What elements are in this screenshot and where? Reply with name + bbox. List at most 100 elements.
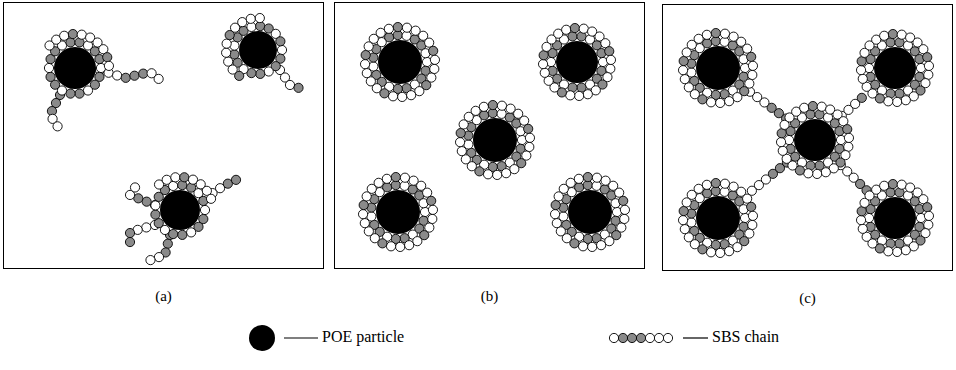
sbs-bead: [627, 333, 636, 342]
sbs-bead: [703, 189, 712, 198]
figure-panel: (b): [334, 2, 645, 269]
poe-particle: [874, 197, 916, 239]
legend-leader: [284, 337, 318, 338]
sbs-bead: [364, 227, 373, 236]
sbs-bead: [398, 92, 407, 101]
sbs-bead: [361, 50, 370, 59]
sbs-bead: [566, 178, 575, 187]
sbs-bead: [456, 128, 465, 137]
sbs-bead: [856, 65, 865, 74]
sbs-bead: [151, 201, 160, 210]
sbs-bead: [430, 64, 439, 73]
sbs-bead: [405, 241, 414, 250]
sbs-bead: [525, 142, 534, 151]
sbs-bead: [592, 173, 601, 182]
sbs-bead: [154, 253, 163, 262]
sbs-bead: [733, 93, 742, 102]
sbs-bead: [374, 178, 383, 187]
sbs-bead: [552, 219, 561, 228]
sbs-bead: [892, 97, 901, 106]
sbs-bead: [924, 220, 933, 229]
sbs-bead: [620, 214, 629, 223]
sbs-bead: [151, 210, 160, 219]
sbs-bead: [679, 56, 688, 65]
sbs-bead: [808, 101, 817, 110]
sbs-bead: [360, 60, 369, 69]
sbs-bead: [104, 61, 113, 70]
sbs-bead: [609, 333, 618, 342]
sbs-bead: [525, 133, 534, 142]
sbs-bead: [125, 237, 134, 246]
sbs-bead: [428, 205, 437, 214]
sbs-bead: [777, 129, 786, 138]
sbs-bead: [294, 83, 303, 92]
sbs-bead: [200, 205, 209, 214]
sbs-bead: [743, 44, 752, 53]
sbs-bead: [430, 55, 439, 64]
sbs-bead: [276, 37, 285, 46]
sbs-bead: [510, 165, 519, 174]
sbs-bead: [605, 47, 614, 56]
sbs-bead: [574, 174, 583, 183]
sbs-bead: [396, 242, 405, 251]
sbs-bead: [856, 215, 865, 224]
sbs-bead: [748, 70, 757, 79]
sbs-bead: [206, 194, 215, 203]
legend-text: POE particle: [322, 328, 404, 346]
figure-panel: (c): [662, 4, 953, 271]
sbs-bead: [413, 237, 422, 246]
poe-particle: [376, 190, 420, 234]
sbs-bead: [747, 52, 756, 61]
sbs-bead: [618, 333, 627, 342]
sbs-bead: [154, 219, 163, 228]
sbs-bead: [703, 39, 712, 48]
sbs-bead: [694, 184, 703, 193]
sbs-bead: [680, 225, 689, 234]
sbs-bead: [130, 71, 139, 80]
sbs-bead: [812, 169, 821, 178]
sbs-bead: [415, 87, 424, 96]
sbs-bead: [224, 57, 233, 66]
sbs-bead: [636, 333, 645, 342]
sbs-bead: [645, 333, 654, 342]
sbs-bead: [75, 89, 84, 98]
sbs-bead: [720, 29, 729, 38]
poe-particle: [794, 119, 836, 161]
sbs-bead: [924, 211, 933, 220]
sbs-bead: [844, 142, 853, 151]
sbs-bead: [427, 196, 436, 205]
sbs-bead: [888, 29, 897, 38]
sbs-bead: [502, 169, 511, 178]
sbs-bead: [706, 248, 715, 257]
sbs-bead: [684, 233, 693, 242]
sbs-bead: [66, 89, 75, 98]
sbs-bead: [702, 30, 711, 39]
sbs-bead: [130, 183, 139, 192]
sbs-bead: [382, 174, 391, 183]
sbs-bead: [778, 146, 787, 155]
sbs-bead: [678, 66, 687, 75]
sbs-bead: [391, 172, 400, 181]
sbs-bead: [583, 172, 592, 181]
sbs-bead: [923, 53, 932, 62]
figure-panel: (a): [3, 2, 324, 269]
poe-particle: [378, 40, 422, 84]
sbs-bead: [566, 91, 575, 100]
sbs-bead: [125, 228, 134, 237]
sbs-bead: [725, 247, 734, 256]
sbs-bead: [570, 23, 579, 32]
sbs-bead: [857, 93, 866, 102]
sbs-bead: [402, 23, 411, 32]
sbs-bead: [605, 237, 614, 246]
sbs-bead: [901, 96, 910, 105]
poe-particle: [696, 46, 740, 90]
sbs-bead: [748, 211, 757, 220]
sbs-bead: [892, 247, 901, 256]
sbs-bead: [386, 242, 395, 251]
sbs-bead: [550, 210, 559, 219]
sbs-bead: [804, 169, 813, 178]
sbs-bead: [524, 124, 533, 133]
sbs-bead: [121, 73, 130, 82]
poe-particle: [54, 47, 96, 89]
